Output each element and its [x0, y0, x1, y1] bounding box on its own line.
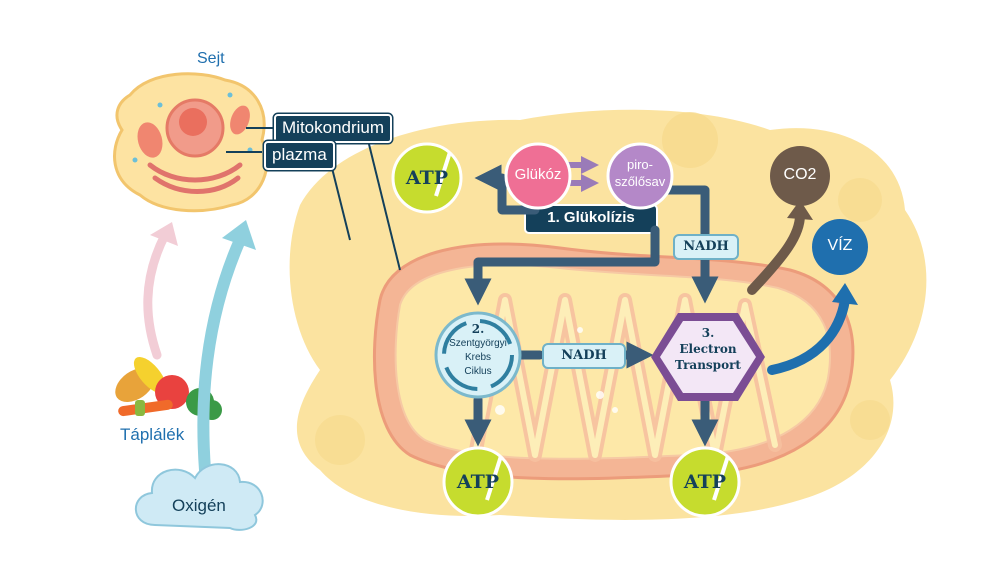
co2-arrow	[747, 200, 813, 295]
electron-transport-node	[651, 313, 765, 401]
electron-label-2: Transport	[675, 358, 741, 372]
krebs-step-number: 2.	[471, 322, 485, 336]
plasma-tag: plazma	[264, 141, 335, 170]
atp-label-electron: ATP	[683, 471, 727, 493]
glucose-label: Glükóz	[514, 166, 562, 183]
pyruvate-node	[606, 142, 674, 210]
water-arrow	[767, 283, 858, 375]
glycolysis-panel	[524, 204, 658, 234]
co2-label: CO2	[783, 166, 817, 183]
food-to-cell-arrow	[143, 222, 178, 360]
atp-badge-top	[391, 142, 463, 214]
atp-label-krebs: ATP	[456, 471, 500, 493]
cell-label: Sejt	[197, 50, 225, 67]
glucose-node	[504, 142, 572, 210]
cell-illustration	[113, 72, 269, 213]
water-label: VÍZ	[827, 237, 853, 254]
atp-badge-krebs	[442, 446, 514, 518]
water-node	[812, 219, 868, 275]
electron-label-1: Electron	[679, 342, 737, 356]
co2-node	[770, 146, 830, 206]
krebs-label-1: Szentgyörgyi	[449, 338, 507, 349]
oxygen-cloud	[134, 463, 264, 531]
electron-step-number: 3.	[701, 326, 715, 340]
food-illustration	[115, 356, 222, 420]
atp-badge-electron	[669, 446, 741, 518]
nadh-box-middle: NADH	[542, 343, 626, 369]
pyruvate-label-2: szőlősav	[614, 174, 666, 189]
atp-label-top: ATP	[405, 167, 449, 189]
mitochondrion-tag: Mitokondrium	[274, 114, 393, 143]
krebs-label-3: Ciklus	[464, 366, 492, 377]
label-leaders	[226, 127, 401, 271]
oxygen-to-cell-arrow	[197, 220, 256, 476]
pyruvate-label-1: piro-	[626, 157, 653, 172]
glycolysis-label: 1. Glükolízis	[547, 209, 635, 226]
food-label: Táplálék	[120, 425, 185, 444]
krebs-label-2: Krebs	[464, 352, 492, 363]
krebs-cycle-node	[434, 311, 522, 399]
oxygen-label: Oxigén	[172, 496, 226, 515]
nadh-box-top: NADH	[673, 234, 739, 260]
